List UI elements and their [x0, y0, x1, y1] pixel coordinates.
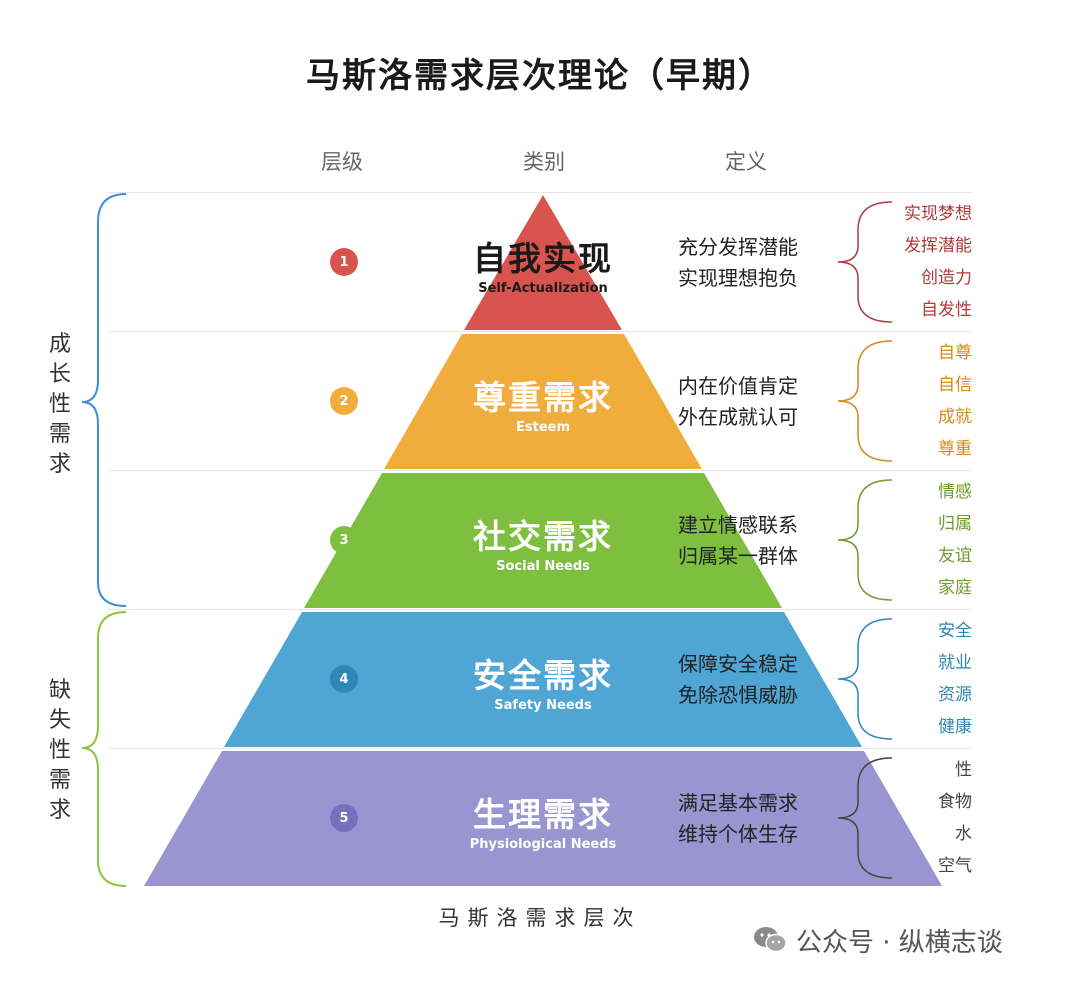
keyword: 尊重 [938, 439, 972, 459]
keyword: 食物 [938, 792, 972, 812]
definition-line: 归属某一群体 [678, 544, 798, 568]
definition-text: 满足基本需求 维持个体生存 [678, 788, 838, 850]
keyword-list: 情感 归属 友谊 家庭 [938, 476, 972, 604]
keyword: 资源 [938, 685, 972, 705]
keyword-brace [837, 757, 893, 879]
definition-line: 保障安全稳定 [678, 652, 798, 676]
keyword: 就业 [938, 653, 972, 673]
keyword: 成就 [938, 407, 972, 427]
category-title: 尊重需求 [473, 378, 613, 417]
definition-line: 外在成就认可 [678, 405, 798, 429]
keyword: 空气 [938, 856, 972, 876]
pyramid-tier-safety [224, 612, 862, 747]
divider [108, 748, 972, 749]
keyword: 创造力 [921, 268, 972, 288]
category-subtitle: Social Needs [496, 559, 590, 574]
level-number-badge: 2 [330, 387, 358, 415]
keyword: 水 [955, 824, 972, 844]
keyword: 自信 [938, 375, 972, 395]
divider [108, 609, 972, 610]
keyword: 实现梦想 [904, 204, 972, 224]
keyword-brace [837, 479, 893, 601]
keyword-list: 性 食物 水 空气 [938, 754, 972, 882]
watermark: 公众号 · 纵横志谈 [752, 920, 1052, 960]
definition-text: 充分发挥潜能 实现理想抱负 [678, 232, 838, 294]
definition-line: 内在价值肯定 [678, 374, 798, 398]
wechat-icon [752, 925, 788, 955]
keyword-list: 实现梦想 发挥潜能 创造力 自发性 [904, 198, 972, 326]
header-level: 层级 [321, 150, 363, 174]
category-title: 自我实现 [473, 239, 613, 278]
keyword-brace [837, 340, 893, 462]
header-category: 类别 [523, 150, 565, 174]
header-definition: 定义 [725, 150, 767, 174]
category-subtitle: Esteem [515, 420, 570, 435]
pyramid-tier-esteem [384, 334, 702, 469]
pyramid-tier-self-actualization [464, 195, 622, 330]
keyword-brace [837, 618, 893, 740]
definition-line: 免除恐惧威胁 [678, 683, 798, 707]
page-title: 马斯洛需求层次理论（早期） [306, 56, 774, 96]
keyword-list: 安全 就业 资源 健康 [938, 615, 972, 743]
pyramid-tier-physiological [144, 751, 942, 886]
growth-needs-label: 成长性需求 [48, 332, 71, 477]
definition-line: 实现理想抱负 [678, 266, 798, 290]
keyword: 自尊 [938, 343, 972, 363]
definition-line: 充分发挥潜能 [678, 235, 798, 259]
category-title: 安全需求 [473, 656, 613, 695]
footer-caption: 马斯洛需求层次 [438, 906, 642, 930]
pyramid-tier-social [304, 473, 782, 608]
keyword: 安全 [938, 621, 972, 641]
keyword: 家庭 [938, 578, 972, 598]
definition-line: 建立情感联系 [678, 513, 798, 537]
deficiency-brace [81, 611, 127, 887]
divider [108, 192, 972, 193]
category-title: 社交需求 [473, 517, 613, 556]
keyword: 归属 [938, 514, 972, 534]
definition-text: 保障安全稳定 免除恐惧威胁 [678, 649, 838, 711]
keyword-list: 自尊 自信 成就 尊重 [938, 337, 972, 465]
level-number-badge: 4 [330, 665, 358, 693]
keyword: 友谊 [938, 546, 972, 566]
growth-brace [81, 193, 127, 607]
definition-line: 满足基本需求 [678, 791, 798, 815]
keyword: 情感 [938, 482, 972, 502]
keyword-brace [837, 201, 893, 323]
category-subtitle: Physiological Needs [469, 837, 617, 852]
level-number-badge: 1 [330, 248, 358, 276]
definition-text: 建立情感联系 归属某一群体 [678, 510, 838, 572]
keyword: 自发性 [921, 300, 972, 320]
keyword: 性 [955, 760, 972, 780]
level-number-badge: 5 [330, 804, 358, 832]
deficiency-needs-label: 缺失性需求 [48, 678, 71, 823]
category-subtitle: Self-Actualization [478, 281, 608, 296]
definition-text: 内在价值肯定 外在成就认可 [678, 371, 838, 433]
category-subtitle: Safety Needs [494, 698, 592, 713]
watermark-text: 公众号 · 纵横志谈 [796, 927, 1003, 958]
level-number-badge: 3 [330, 526, 358, 554]
keyword: 发挥潜能 [904, 236, 972, 256]
divider [108, 331, 972, 332]
keyword: 健康 [938, 717, 972, 737]
divider [108, 470, 972, 471]
definition-line: 维持个体生存 [678, 822, 798, 846]
category-title: 生理需求 [473, 795, 613, 834]
